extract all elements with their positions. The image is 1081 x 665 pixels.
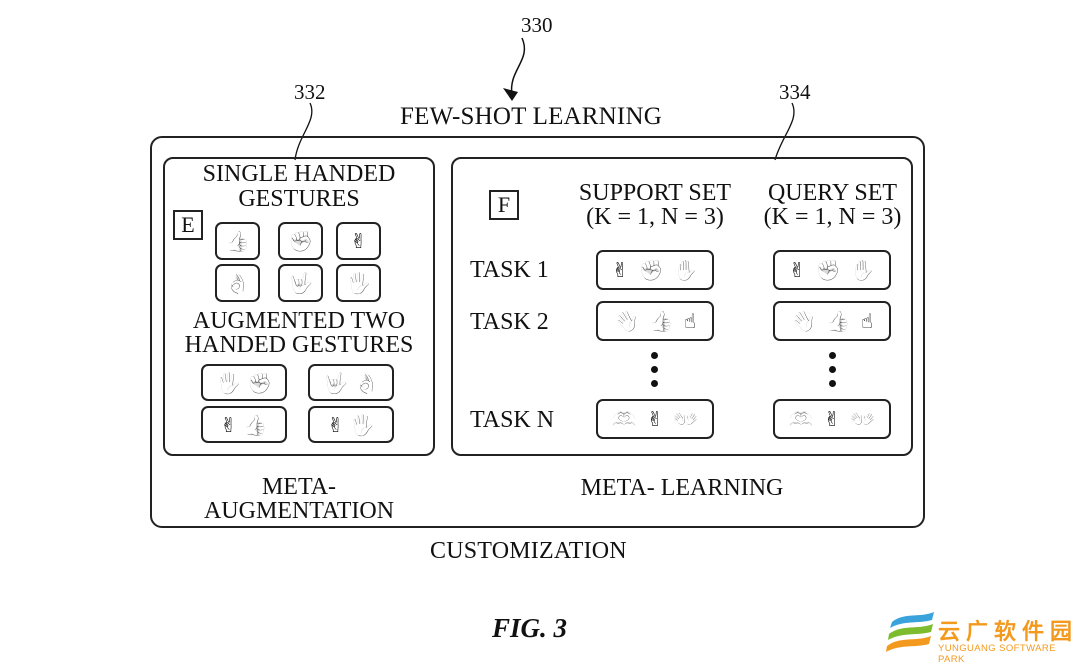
victory-hand-icon: ✌ — [611, 258, 629, 282]
ellipsis-dot — [651, 366, 658, 373]
victory-hand-icon: ✌ — [327, 412, 344, 437]
watermark-chinese-text: 云广软件园 — [938, 620, 1079, 645]
ref-numeral-330: 330 — [521, 13, 553, 37]
victory-hand-icon: ✌ — [646, 407, 664, 431]
task-n-support-tile: 🫶 ✌ 👐 — [596, 399, 714, 439]
figure-label: FIG. 3 — [492, 613, 568, 643]
task-n-query-tile: 🫶 ✌ 👐 — [773, 399, 891, 439]
single-handed-title-line2: GESTURES — [238, 186, 360, 212]
diagram-title: FEW-SHOT LEARNING — [400, 103, 662, 130]
gesture-tile-ok: 👌 — [215, 264, 260, 302]
watermark-english-text: YUNGUANG SOFTWARE PARK — [938, 643, 1056, 665]
single-handed-title-line1: SINGLE HANDED — [202, 161, 396, 187]
ref-numeral-332: 332 — [294, 80, 326, 104]
meta-augmentation-caption-line1: META- — [261, 474, 337, 500]
query-set-title: QUERY SET — [767, 180, 898, 206]
thumbs-up-icon: 👍 — [242, 412, 268, 437]
arrowhead-icon — [503, 88, 518, 101]
gesture-tile-rock: 🤟 — [278, 264, 323, 302]
ellipsis-dot — [829, 352, 836, 359]
fist-icon: ✊ — [638, 258, 664, 282]
rock-hand-icon: 🤟 — [288, 271, 313, 295]
two-hand-tile-2: 🤟 👌 — [308, 364, 394, 401]
few-shot-learning-box — [150, 136, 925, 528]
task-2-label: TASK 2 — [470, 309, 549, 335]
two-open-hands-icon: 👐 — [673, 407, 699, 431]
ok-hand-icon: 👌 — [354, 370, 379, 395]
query-set-params: (K = 1, N = 3) — [763, 204, 902, 230]
rock-hand-icon: 🤟 — [323, 370, 348, 395]
pointing-up-icon: ☝ — [860, 309, 873, 333]
panel-label-e: E — [173, 210, 203, 240]
victory-hand-icon: ✌ — [788, 258, 806, 282]
open-hand-icon: 🖐 — [346, 271, 371, 295]
ok-hand-icon: 👌 — [225, 271, 250, 295]
gesture-tile-thumbs-up: 👍 — [215, 222, 260, 260]
meta-learning-caption: META- LEARNING — [580, 475, 784, 501]
fist-icon: ✊ — [288, 229, 313, 253]
ellipsis-dot — [651, 380, 658, 387]
open-hand-icon: ✋ — [673, 258, 699, 282]
task-1-query-tile: ✌ ✊ ✋ — [773, 250, 891, 290]
task-1-label: TASK 1 — [470, 257, 549, 283]
fist-icon: ✊ — [247, 370, 272, 395]
two-handed-title-line2: HANDED GESTURES — [184, 332, 414, 358]
gesture-tile-open-hand: 🖐 — [336, 264, 381, 302]
support-set-params: (K = 1, N = 3) — [586, 204, 724, 230]
two-handed-title-line1: AUGMENTED TWO — [192, 308, 406, 334]
meta-augmentation-caption-line2: AUGMENTATION — [203, 498, 395, 524]
pointing-up-icon: ☝ — [683, 309, 696, 333]
victory-hand-icon: ✌ — [350, 229, 367, 253]
ellipsis-dot — [829, 366, 836, 373]
victory-hand-icon: ✌ — [823, 407, 841, 431]
victory-hand-icon: ✌ — [220, 412, 237, 437]
fist-icon: ✊ — [815, 258, 841, 282]
leader-line-334 — [774, 102, 795, 161]
ellipsis-dot — [829, 380, 836, 387]
two-hand-tile-3: ✌ 👍 — [201, 406, 287, 443]
heart-hands-icon: 🫶 — [788, 407, 814, 431]
waving-hand-icon: 👋 — [791, 309, 816, 333]
task-2-support-tile: 👋 👍 ☝ — [596, 301, 714, 341]
task-2-query-tile: 👋 👍 ☝ — [773, 301, 891, 341]
panel-label-f: F — [489, 190, 519, 220]
gesture-tile-victory: ✌ — [336, 222, 381, 260]
ellipsis-dot — [651, 352, 658, 359]
two-open-hands-icon: 👐 — [850, 407, 876, 431]
ref-numeral-334: 334 — [779, 80, 811, 104]
two-hand-tile-4: ✌ 🖐 — [308, 406, 394, 443]
two-hand-tile-1: 🖐 ✊ — [201, 364, 287, 401]
heart-hands-icon: 🫶 — [611, 407, 637, 431]
leader-line-330 — [510, 37, 526, 96]
open-hand-icon: 🖐 — [216, 370, 241, 395]
thumbs-up-icon: 👍 — [225, 229, 250, 253]
thumbs-up-icon: 👍 — [648, 309, 674, 333]
open-hand-icon: ✋ — [850, 258, 876, 282]
meta-augmentation-panel — [163, 157, 435, 456]
meta-learning-panel — [451, 157, 913, 456]
yunguang-logo-icon — [886, 612, 934, 652]
waving-hand-icon: 👋 — [614, 309, 639, 333]
support-set-title: SUPPORT SET — [578, 180, 732, 206]
gesture-tile-fist: ✊ — [278, 222, 323, 260]
thumbs-up-icon: 👍 — [825, 309, 851, 333]
task-1-support-tile: ✌ ✊ ✋ — [596, 250, 714, 290]
task-n-label: TASK N — [470, 407, 555, 433]
leader-line-332 — [294, 102, 313, 161]
open-hand-icon: 🖐 — [349, 412, 375, 437]
customization-caption: CUSTOMIZATION — [430, 538, 627, 564]
